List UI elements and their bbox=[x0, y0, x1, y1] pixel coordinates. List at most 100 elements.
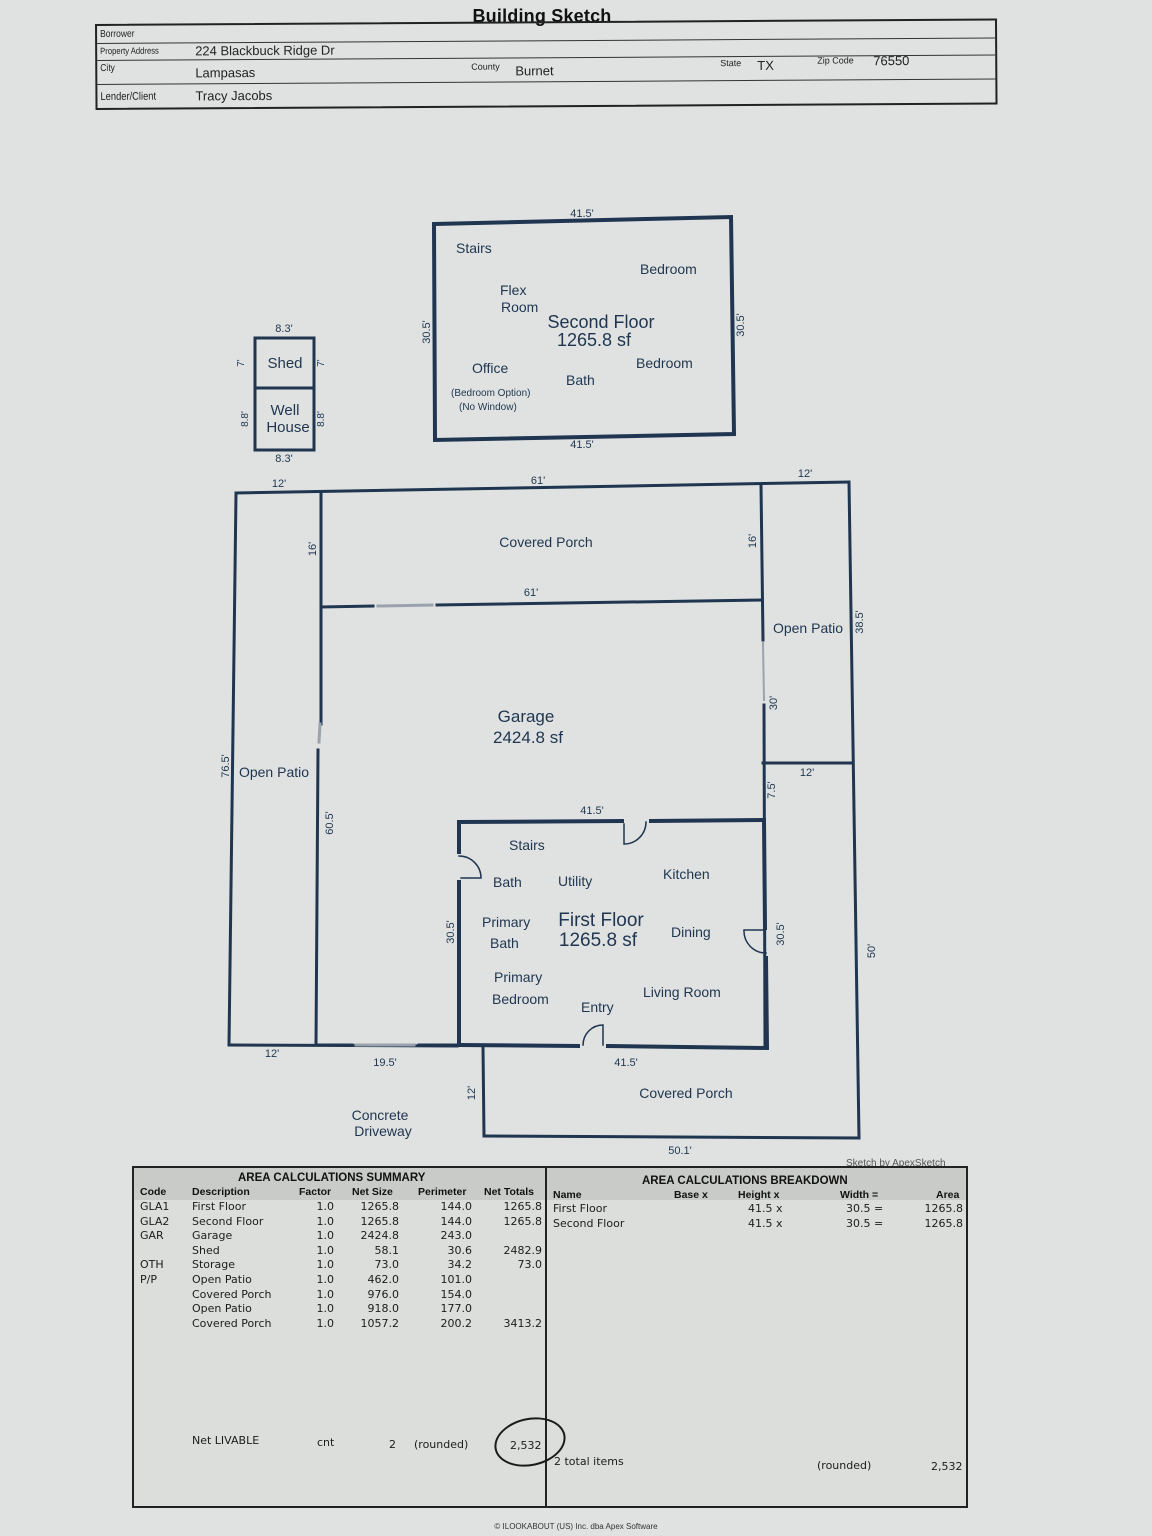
perim-cell: 34.2 bbox=[447, 1258, 473, 1271]
dim-label: 8.3' bbox=[275, 453, 292, 465]
floor-name: First Floor bbox=[558, 910, 644, 931]
col-header: Perimeter bbox=[418, 1186, 467, 1198]
net-cell: 1057.2 bbox=[360, 1317, 400, 1330]
perim-cell: 144.0 bbox=[440, 1215, 473, 1228]
net-cell: 2424.8 bbox=[360, 1229, 400, 1242]
code-cell: P/P bbox=[140, 1273, 157, 1286]
room-label: Entry bbox=[581, 999, 614, 1015]
code-cell: GLA2 bbox=[140, 1215, 170, 1228]
total-cell: 1265.8 bbox=[503, 1200, 543, 1213]
perim-cell: 177.0 bbox=[440, 1302, 473, 1315]
shed-label: Shed bbox=[267, 355, 302, 372]
factor-cell: 1.0 bbox=[316, 1258, 335, 1271]
dim-label: 50.1' bbox=[668, 1145, 692, 1157]
dim-label: 41.5' bbox=[580, 805, 604, 817]
factor-cell: 1.0 bbox=[316, 1215, 335, 1228]
room-label: Stairs bbox=[456, 240, 492, 256]
factor-cell: 1.0 bbox=[316, 1302, 335, 1315]
desc-cell: Storage bbox=[192, 1258, 236, 1271]
room-label: Kitchen bbox=[663, 866, 710, 882]
height-cell: 41.5 x bbox=[748, 1202, 783, 1215]
well-house-label: House bbox=[266, 419, 309, 436]
rounded-label: (rounded) bbox=[817, 1459, 872, 1472]
code-cell: OTH bbox=[140, 1258, 164, 1271]
col-header: Net Size bbox=[352, 1186, 393, 1198]
col-header: Description bbox=[192, 1186, 250, 1198]
dim-label: 30.5' bbox=[735, 313, 747, 337]
factor-cell: 1.0 bbox=[316, 1273, 335, 1286]
col-header: Factor bbox=[299, 1186, 332, 1198]
dim-label: 12' bbox=[800, 767, 814, 779]
perim-cell: 30.6 bbox=[447, 1244, 473, 1257]
table-row: OTH Storage 1.0 73.0 34.2 73.0 bbox=[134, 1258, 544, 1273]
dim-label: 16' bbox=[307, 542, 319, 556]
perim-cell: 154.0 bbox=[440, 1288, 473, 1301]
col-header: Code bbox=[140, 1186, 167, 1198]
well-house-outline bbox=[253, 386, 316, 452]
code-cell: GAR bbox=[140, 1229, 164, 1242]
desc-cell: Second Floor bbox=[192, 1215, 264, 1228]
total-cell: 1265.8 bbox=[503, 1215, 543, 1228]
col-header: Area bbox=[936, 1189, 960, 1201]
factor-cell: 1.0 bbox=[316, 1200, 335, 1213]
total-cell: 2482.9 bbox=[503, 1244, 543, 1257]
dim-label: 7.5' bbox=[766, 781, 778, 798]
factor-cell: 1.0 bbox=[316, 1244, 335, 1257]
total-cell: 73.0 bbox=[517, 1258, 543, 1271]
table-row: GAR Garage 1.0 2424.8 243.0 bbox=[134, 1229, 544, 1244]
second-floor-outline bbox=[431, 214, 737, 443]
dim-label: 8.3' bbox=[275, 323, 292, 335]
desc-cell: Shed bbox=[192, 1244, 220, 1257]
perim-cell: 200.2 bbox=[440, 1317, 473, 1330]
area-cell: 1265.8 bbox=[924, 1202, 964, 1215]
covered-porch-label: Covered Porch bbox=[639, 1085, 732, 1101]
header-band bbox=[134, 1168, 966, 1200]
room-label: Bedroom bbox=[640, 261, 697, 277]
perim-cell: 144.0 bbox=[440, 1200, 473, 1213]
room-label: Dining bbox=[671, 924, 711, 940]
table-row: P/P Open Patio 1.0 462.0 101.0 bbox=[134, 1273, 544, 1288]
col-header: Name bbox=[553, 1189, 582, 1201]
factor-cell: 1.0 bbox=[316, 1229, 335, 1242]
col-header: Base x bbox=[674, 1189, 708, 1201]
dim-label: 12' bbox=[272, 478, 286, 490]
dim-label: 12' bbox=[466, 1086, 478, 1100]
dim-label: 8.8' bbox=[316, 411, 327, 427]
room-label: Bath bbox=[566, 372, 595, 388]
desc-cell: Covered Porch bbox=[192, 1288, 272, 1301]
building-sketch: 41.5' 41.5' 30.5' 30.5' Stairs Bedroom F… bbox=[220, 208, 878, 1157]
dim-label: 50' bbox=[866, 944, 878, 958]
net-livable-value: 2,532 bbox=[510, 1439, 542, 1452]
net-cell: 976.0 bbox=[367, 1288, 400, 1301]
dim-label: 7' bbox=[316, 359, 327, 367]
factor-cell: 1.0 bbox=[316, 1317, 335, 1330]
dim-label: 7' bbox=[236, 359, 247, 367]
table-row: GLA2 Second Floor 1.0 1265.8 144.0 1265.… bbox=[134, 1215, 544, 1230]
open-patio-left-label: Open Patio bbox=[239, 764, 309, 780]
dim-label: 30' bbox=[768, 696, 780, 710]
room-label: Stairs bbox=[509, 837, 545, 853]
area-cell: 1265.8 bbox=[924, 1217, 964, 1230]
table-row: Covered Porch 1.0 976.0 154.0 bbox=[134, 1288, 544, 1303]
floor-area: 1265.8 sf bbox=[559, 930, 638, 951]
net-cell: 58.1 bbox=[374, 1244, 400, 1257]
room-label: Bedroom bbox=[636, 355, 693, 371]
driveway-label: Concrete bbox=[352, 1107, 409, 1123]
breakdown-total: 2,532 bbox=[931, 1460, 963, 1473]
height-cell: 41.5 x bbox=[748, 1217, 783, 1230]
rounded-label: (rounded) bbox=[414, 1438, 469, 1451]
table-row: Open Patio 1.0 918.0 177.0 bbox=[134, 1302, 544, 1317]
net-livable-label: Net LIVABLE bbox=[192, 1434, 260, 1447]
floor-name: Second Floor bbox=[547, 312, 654, 332]
well-house-label: Well bbox=[271, 402, 300, 419]
room-label: Living Room bbox=[643, 984, 721, 1000]
col-header: Height x bbox=[738, 1189, 780, 1201]
dim-label: 60.5' bbox=[324, 811, 336, 835]
net-cell: 918.0 bbox=[367, 1302, 400, 1315]
room-label: Office bbox=[472, 360, 509, 376]
dim-label: 30.5' bbox=[421, 320, 433, 344]
total-items: 2 total items bbox=[554, 1455, 624, 1468]
dim-label: 41.5' bbox=[570, 439, 594, 451]
width-cell: 30.5 = bbox=[846, 1202, 884, 1215]
net-cell: 1265.8 bbox=[360, 1200, 400, 1213]
